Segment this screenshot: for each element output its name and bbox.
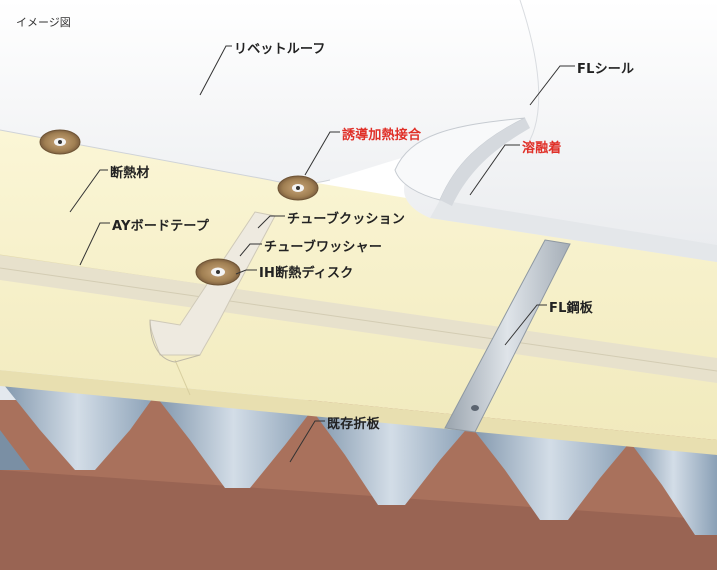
label-rivet-roof: リベットルーフ <box>234 42 326 57</box>
fl-steel-plate <box>444 239 571 433</box>
label-fl-seal: FLシール <box>577 62 635 77</box>
label-induction-heat-joint: 誘導加熱接合 <box>342 128 422 143</box>
label-solvent-weld: 溶融着 <box>522 141 562 156</box>
label-ih-insulation-disc: IH断熱ディスク <box>259 266 354 281</box>
label-tube-washer: チューブワッシャー <box>264 240 383 255</box>
figure-caption: イメージ図 <box>16 16 71 29</box>
insulation-edge <box>0 370 717 455</box>
label-tube-cushion: チューブクッション <box>287 212 406 227</box>
label-fl-steel-plate: FL鋼板 <box>549 301 593 316</box>
rivet-roof-membrane <box>0 0 717 262</box>
insulation-board <box>0 130 717 440</box>
label-ay-board-tape: AYボードテープ <box>112 219 210 234</box>
leader-lines <box>69 45 575 463</box>
label-existing-folded-plate: 既存折板 <box>327 417 380 432</box>
label-insulation: 断熱材 <box>110 166 150 181</box>
